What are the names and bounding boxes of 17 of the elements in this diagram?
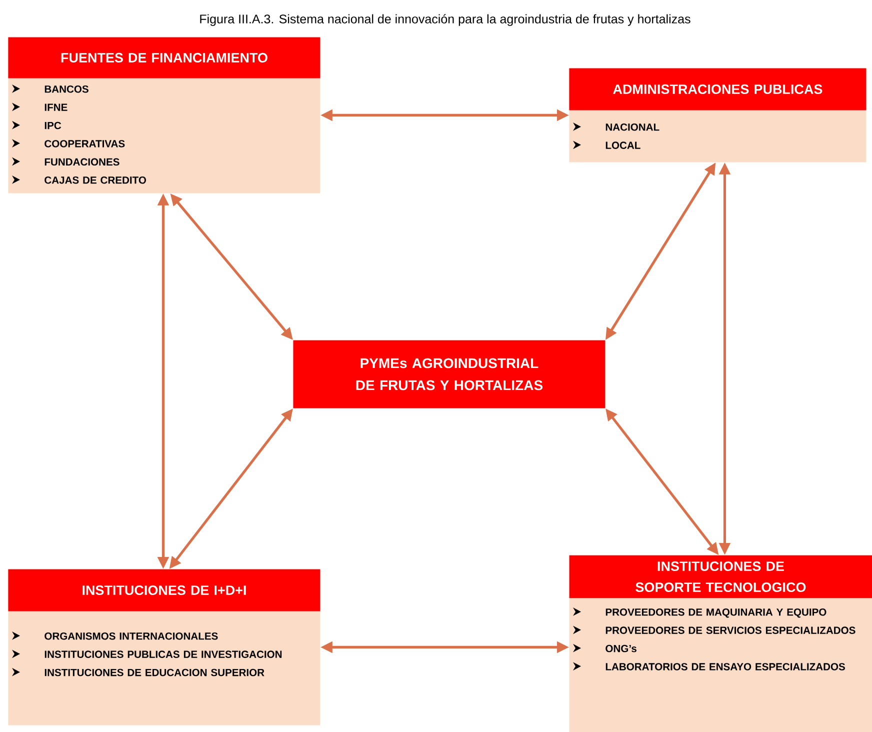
list-item: PROVEEDORES DE MAQUINARIA Y EQUIPO — [606, 608, 826, 618]
list-item: LABORATORIOS DE ENSAYO ESPECIALIZADOS — [606, 663, 845, 670]
list-item: COOPERATIVAS — [44, 140, 125, 148]
list-item: PROVEEDORES DE SERVICIOS ESPECIALIZADOS — [606, 626, 856, 634]
list-item: FUNDACIONES — [44, 158, 120, 166]
list-item: INSTITUCIONES PUBLICAS DE INVESTIGACION — [44, 650, 282, 658]
figure-title: Figura III.A.3. Sistema nacional de innovación para la agroindustria de frutas y hortalizas — [200, 14, 690, 26]
list-item: CAJAS DE CREDITO — [44, 176, 146, 184]
list-item: ONG’s — [606, 644, 636, 652]
list-item: NACIONAL — [606, 123, 660, 131]
main-box: PYMEs AGROINDUSTRIAL DE FRUTAS Y HORTALIZAS — [293, 340, 606, 408]
list-item: IPC — [44, 122, 62, 130]
list-item: INSTITUCIONES DE EDUCACION SUPERIOR — [44, 668, 264, 676]
list-item: LOCAL — [606, 142, 640, 149]
list-item: ORGANISMOS INTERNACIONALES — [44, 632, 218, 640]
list-item: IFNE — [44, 104, 68, 111]
list-item: BANCOS — [44, 85, 88, 93]
